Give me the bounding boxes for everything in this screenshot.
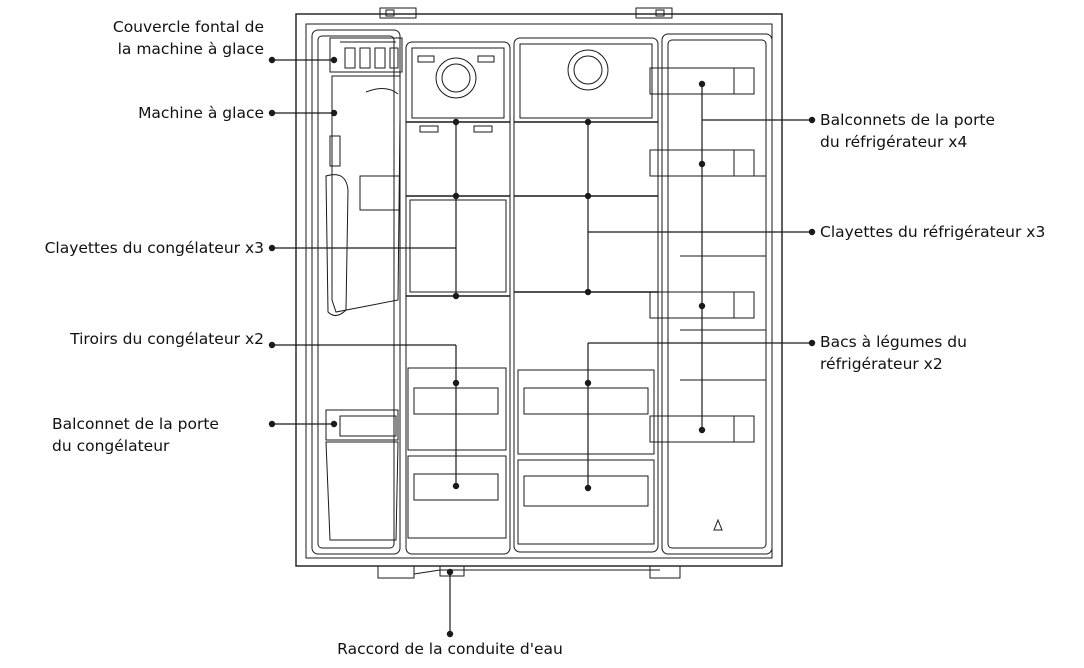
fridge-door — [661, 33, 773, 555]
label-line: Machine à glace — [138, 104, 264, 122]
label-ice-maker-cover: Couvercle fontal de la machine à glace — [113, 16, 264, 60]
hinge-top-left — [379, 7, 417, 19]
label-line: Raccord de la conduite d'eau — [337, 640, 563, 658]
label-vegetable-drawers: Bacs à légumes du réfrigérateur x2 — [820, 331, 967, 375]
freezer-drawer-upper — [407, 367, 507, 451]
freezer-compartment — [405, 41, 511, 555]
ice-maker-cover-shape — [329, 37, 403, 73]
label-water-connection: Raccord de la conduite d'eau — [310, 638, 590, 660]
freezer-fan — [435, 57, 477, 99]
label-line: Tiroirs du congélateur x2 — [70, 330, 264, 348]
freezer-drawer-lower — [407, 455, 507, 539]
vegetable-drawer-upper — [517, 369, 655, 455]
label-line: Clayettes du congélateur x3 — [44, 239, 264, 257]
label-line: réfrigérateur x2 — [820, 355, 943, 373]
hinge-bottom-right — [649, 565, 681, 579]
freezer-door-bin-shape — [325, 409, 399, 441]
label-freezer-door-bin: Balconnet de la porte du congélateur — [52, 413, 219, 457]
label-line: Clayettes du réfrigérateur x3 — [820, 223, 1046, 241]
fridge-fan — [567, 49, 609, 91]
label-line: du réfrigérateur x4 — [820, 133, 968, 151]
label-fridge-door-bins: Balconnets de la porte du réfrigérateur … — [820, 109, 995, 153]
hinge-bottom-left — [377, 565, 415, 579]
cabinet-outer — [295, 13, 783, 567]
ice-maker-shape — [331, 75, 401, 313]
fridge-compartment — [513, 37, 659, 553]
label-fridge-shelves: Clayettes du réfrigérateur x3 — [820, 221, 1045, 243]
label-line: Balconnet de la porte — [52, 415, 219, 433]
water-connector — [439, 565, 465, 577]
freezer-door — [311, 29, 401, 555]
label-freezer-shelves: Clayettes du congélateur x3 — [45, 237, 264, 259]
label-line: du congélateur — [52, 437, 170, 455]
label-ice-maker: Machine à glace — [138, 102, 264, 124]
label-line: la machine à glace — [117, 40, 264, 58]
label-freezer-drawers: Tiroirs du congélateur x2 — [70, 328, 264, 350]
vegetable-drawer-lower — [517, 459, 655, 545]
hinge-top-right — [635, 7, 673, 19]
label-line: Couvercle fontal de — [112, 18, 264, 36]
label-line: Bacs à légumes du — [820, 333, 967, 351]
label-line: Balconnets de la porte — [820, 111, 996, 129]
